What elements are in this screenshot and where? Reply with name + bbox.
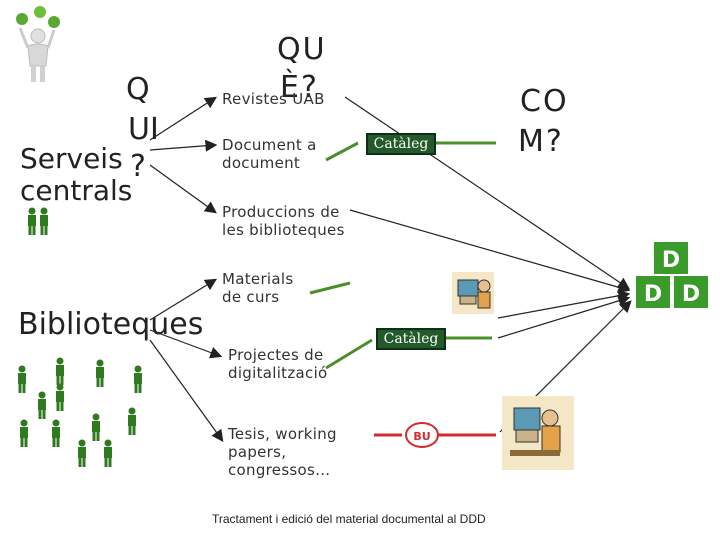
- arrow-biblio-materials: [149, 278, 218, 321]
- label-centrals: centrals: [20, 174, 133, 207]
- ddd-logo-letter: D: [644, 282, 662, 307]
- ddd-logo-letter: D: [682, 282, 700, 307]
- footer-caption: Tractament i edició del material documen…: [212, 512, 486, 526]
- label-serveis: Serveis: [20, 142, 123, 175]
- computer-user-icon: [452, 272, 494, 314]
- person-icon: [128, 407, 136, 435]
- arrow-produccions-ddd: [349, 209, 631, 294]
- person-icon: [38, 391, 46, 419]
- heading-q: Q: [126, 72, 150, 107]
- person-icon: [78, 439, 86, 467]
- arrow-biblio-tesis: [149, 339, 224, 442]
- person-icon: [52, 419, 60, 447]
- arrow-projectes-ddd: [497, 295, 631, 339]
- ddd-logo-letter: D: [662, 248, 680, 273]
- item-materials: Materials de curs: [222, 270, 294, 306]
- person-icon: [40, 207, 48, 235]
- person-icon: [134, 365, 142, 393]
- heading-question-mark: ?: [130, 149, 146, 184]
- person-icon: [56, 383, 64, 411]
- person-icon: [20, 419, 28, 447]
- heading-que-line1: QU: [277, 32, 327, 67]
- green-line-document-catalog: [325, 141, 359, 162]
- arrow-materials-ddd: [497, 289, 631, 319]
- item-produccions: Produccions de les biblioteques: [222, 203, 345, 239]
- item-revistes: Revistes UAB: [222, 90, 325, 108]
- arrow-biblio-projectes: [149, 329, 223, 359]
- heading-com-line1: CO: [520, 84, 569, 119]
- heading-que-line2: È?: [280, 70, 319, 105]
- item-document: Document a document: [222, 136, 317, 172]
- arrow-serveis-revistes: [149, 96, 218, 141]
- item-tesis: Tesis, working papers, congressos…: [228, 425, 337, 479]
- person-icon: [56, 357, 64, 385]
- green-line-projectes-catalog: [325, 338, 373, 370]
- green-line-materials: [309, 281, 351, 295]
- catalog-badge: Catàleg: [376, 328, 446, 350]
- catalog-badge: Catàleg: [366, 133, 436, 155]
- ddd-logo-icon: D D D: [636, 242, 708, 308]
- arrow-serveis-produccions: [149, 164, 217, 214]
- arrow-revistes-ddd: [344, 96, 630, 290]
- person-icon: [104, 439, 112, 467]
- person-icon: [96, 359, 104, 387]
- item-projectes: Projectes de digitalització: [228, 346, 328, 382]
- computer-user-icon: [502, 396, 574, 470]
- heading-ui: UI: [128, 112, 159, 147]
- bu-logo-text: BU: [413, 430, 430, 443]
- juggler-icon: [16, 6, 60, 82]
- person-icon: [28, 207, 36, 235]
- heading-com-line2: M?: [518, 124, 564, 159]
- bu-logo-icon: BU: [405, 422, 439, 448]
- person-icon: [92, 413, 100, 441]
- arrow-serveis-document: [149, 139, 218, 152]
- person-icon: [18, 365, 26, 393]
